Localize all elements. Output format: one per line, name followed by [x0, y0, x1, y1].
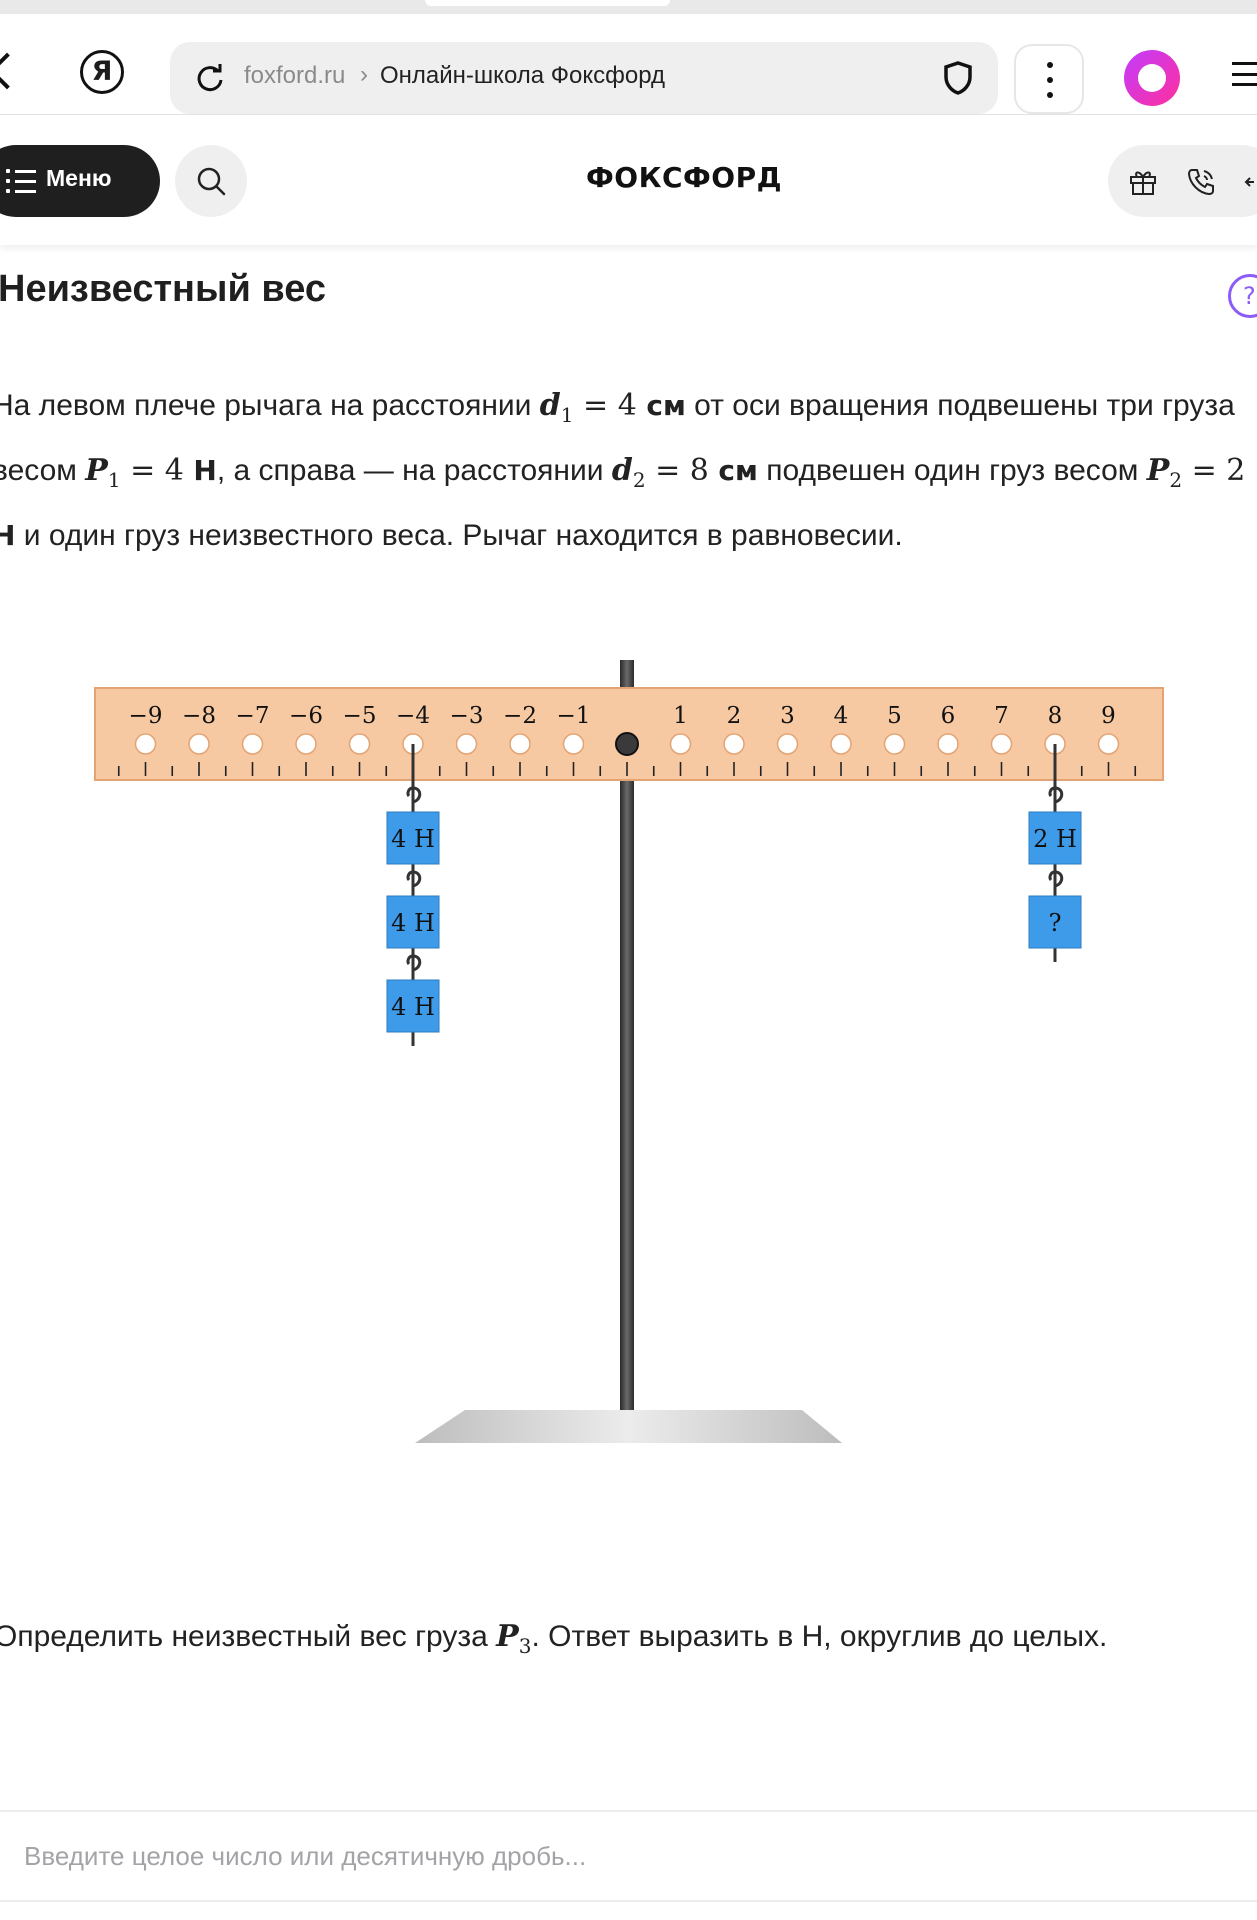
weight-block	[386, 895, 440, 949]
weight-hook	[1048, 786, 1064, 812]
tabs-menu-icon[interactable]	[1232, 62, 1257, 86]
beam-hole	[134, 733, 157, 755]
scale-label: 8	[1048, 703, 1063, 729]
weight-hook	[406, 786, 422, 812]
weight-label: 4 Н	[391, 909, 435, 937]
beam-hole	[188, 733, 210, 755]
alice-icon[interactable]	[1124, 50, 1180, 106]
shield-icon[interactable]	[942, 60, 974, 96]
active-tab[interactable]	[425, 0, 670, 6]
scale-label: −6	[289, 703, 323, 729]
weight-hook	[1048, 870, 1064, 896]
weight-block	[386, 979, 440, 1033]
beam-hole	[562, 733, 585, 755]
scale-label: −4	[396, 703, 430, 729]
login-icon[interactable]	[1244, 167, 1257, 197]
weight-hook	[406, 870, 422, 896]
scale-label: 6	[941, 703, 956, 729]
beam-hole	[295, 733, 317, 755]
scale-label: −2	[503, 703, 537, 729]
weight-block	[1028, 895, 1082, 949]
task-title: Неизвестный вес	[0, 268, 327, 310]
browser-menu-button[interactable]	[1014, 44, 1084, 114]
url-field[interactable]: foxford.ru › Онлайн-школа Фоксфорд	[170, 42, 998, 114]
scale-label: 9	[1101, 703, 1116, 729]
help-icon[interactable]: ?	[1228, 274, 1257, 318]
url-separator: ›	[360, 61, 368, 88]
scale-label: −1	[557, 703, 591, 729]
header-actions	[1108, 145, 1257, 217]
beam-hole	[990, 733, 1013, 755]
search-icon	[197, 167, 226, 196]
answer-input[interactable]	[0, 1812, 1257, 1900]
beam-hole	[937, 733, 959, 755]
task-statement: На левом плече рычага на расстоянии d1 =…	[0, 388, 1246, 552]
weight-block	[386, 811, 440, 865]
answer-field	[0, 1810, 1257, 1902]
back-icon[interactable]	[0, 52, 26, 90]
beam-hole	[669, 733, 692, 755]
yandex-logo-icon[interactable]: Я	[80, 50, 124, 94]
site-header: Меню ФОКСФОРД	[0, 115, 1257, 245]
lever-diagram: −9 −8 −7 −6 −5 −4 −3 −2 −1 1 2 3 4 5 6 7 8 9 4 Н 4 Н 4 Н 2 Н…	[94, 660, 1164, 1443]
beam-hole	[883, 733, 906, 755]
site-logo[interactable]: ФОКСФОРД	[586, 161, 783, 194]
beam-hole	[348, 733, 371, 755]
menu-button[interactable]: Меню	[0, 145, 160, 217]
scale-label: 5	[887, 703, 902, 729]
phone-icon[interactable]	[1186, 167, 1216, 197]
beam-hole	[723, 733, 745, 755]
stand-base	[415, 1410, 842, 1443]
scale-label: −8	[182, 703, 216, 729]
weight-label: 4 Н	[391, 993, 435, 1021]
scale-label: −5	[343, 703, 377, 729]
task-question: Определить неизвестный вес груза P3. Отв…	[0, 1619, 1108, 1658]
url-domain: foxford.ru	[244, 62, 346, 89]
scale-label: −9	[129, 703, 163, 729]
beam-hole	[241, 733, 264, 755]
list-icon	[6, 169, 36, 193]
pivot-axis	[615, 732, 639, 756]
scale-label: 4	[834, 703, 849, 729]
scale-label: 3	[780, 703, 795, 729]
beam-hole	[455, 733, 478, 755]
scale-label: −3	[450, 703, 484, 729]
beam-hole	[830, 733, 852, 755]
stand-pole	[620, 660, 634, 1410]
scale-label: 1	[673, 703, 688, 729]
scale-label: −7	[236, 703, 270, 729]
menu-label: Меню	[46, 165, 112, 191]
beam-hole	[509, 733, 531, 755]
browser-address-bar: Я foxford.ru › Онлайн-школа Фоксфорд	[0, 14, 1257, 115]
scale-label: 7	[994, 703, 1009, 729]
weight-label: ?	[1049, 909, 1062, 937]
weight-label: 2 Н	[1033, 825, 1077, 853]
beam-hole	[1097, 733, 1120, 755]
gift-icon[interactable]	[1128, 167, 1158, 197]
browser-tab-strip	[0, 0, 1257, 14]
beam-hole	[776, 733, 799, 755]
weight-block	[1028, 811, 1082, 865]
weight-label: 4 Н	[391, 825, 435, 853]
reload-icon[interactable]	[194, 62, 226, 94]
url-page-title: Онлайн-школа Фоксфорд	[380, 62, 666, 89]
weight-hook	[406, 954, 422, 980]
scale-label: 2	[727, 703, 742, 729]
search-button[interactable]	[175, 145, 247, 217]
